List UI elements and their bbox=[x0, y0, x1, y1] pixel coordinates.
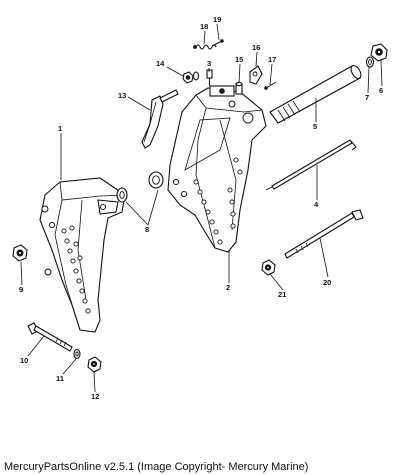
callout-17: 17 bbox=[268, 55, 276, 64]
callout-9: 9 bbox=[19, 285, 23, 294]
callout-16: 16 bbox=[252, 43, 260, 52]
callout-18: 18 bbox=[200, 22, 208, 31]
part-1-clamp-bracket-left[interactable] bbox=[39, 177, 126, 333]
callout-3: 3 bbox=[207, 59, 211, 68]
callout-4: 4 bbox=[314, 200, 319, 209]
leader-lines bbox=[20, 23, 383, 393]
callout-2: 2 bbox=[226, 283, 230, 292]
part-12-nut[interactable] bbox=[87, 356, 102, 373]
part-18-spring[interactable] bbox=[193, 44, 217, 50]
callout-12: 12 bbox=[91, 392, 99, 401]
part-11-washer[interactable] bbox=[73, 348, 81, 360]
part-10-bolt[interactable] bbox=[27, 322, 73, 352]
callout-5: 5 bbox=[313, 122, 317, 131]
callout-11: 11 bbox=[56, 374, 64, 383]
callout-14: 14 bbox=[156, 59, 165, 68]
image-caption: MercuryPartsOnline v2.5.1 (Image Copyrig… bbox=[4, 461, 308, 473]
part-5-threads bbox=[277, 100, 301, 122]
part-15-pin[interactable] bbox=[235, 81, 243, 95]
part-14-nut[interactable] bbox=[182, 71, 200, 84]
part-3-screw[interactable] bbox=[206, 69, 213, 86]
part-20-long-bolt[interactable] bbox=[284, 209, 364, 259]
part-6-nut[interactable] bbox=[370, 43, 388, 62]
part-2-clamp-bracket-right[interactable] bbox=[167, 85, 267, 253]
part-8-washers[interactable] bbox=[116, 171, 164, 203]
part-17-pin[interactable] bbox=[264, 81, 277, 90]
part-4-tilt-pin[interactable] bbox=[265, 139, 357, 191]
callout-7: 7 bbox=[365, 93, 369, 102]
part-16-spring-clip[interactable] bbox=[249, 65, 263, 85]
part-2-adjustment-holes bbox=[193, 157, 243, 245]
part-7-washer[interactable] bbox=[365, 56, 375, 68]
part-5-tube-shaft[interactable] bbox=[269, 64, 363, 124]
callout-numbers: 1 2 3 4 5 6 7 8 9 10 11 12 13 14 15 16 1… bbox=[19, 15, 383, 401]
callout-20: 20 bbox=[323, 278, 331, 287]
callout-6: 6 bbox=[379, 86, 383, 95]
callout-1: 1 bbox=[58, 124, 62, 133]
part-9-nut[interactable] bbox=[12, 244, 28, 262]
callout-21: 21 bbox=[278, 290, 286, 299]
part-13-tilt-lever[interactable] bbox=[141, 89, 179, 149]
part-1-adjustment-holes bbox=[44, 225, 91, 314]
callout-10: 10 bbox=[20, 356, 28, 365]
callout-15: 15 bbox=[235, 55, 243, 64]
part-19-pin[interactable] bbox=[211, 39, 224, 47]
callout-8: 8 bbox=[145, 225, 149, 234]
part-21-nut[interactable] bbox=[261, 259, 276, 276]
callout-13: 13 bbox=[118, 91, 126, 100]
callout-19: 19 bbox=[213, 15, 221, 24]
